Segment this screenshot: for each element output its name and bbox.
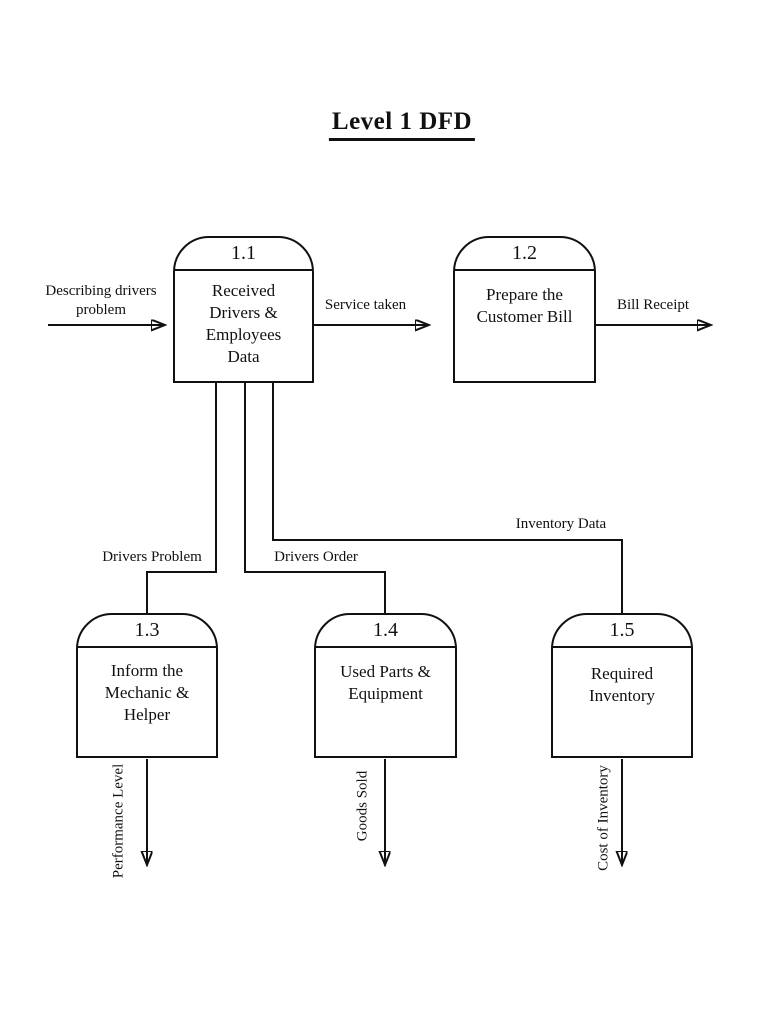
process-number: 1.1: [175, 238, 312, 271]
process-label-line: Data: [227, 347, 260, 366]
process-label-line: Helper: [123, 705, 171, 724]
process-number: 1.3: [78, 615, 216, 648]
process-inform-mechanic-helper: 1.3 Inform the Mechanic & Helper: [76, 613, 218, 758]
process-label-line: Received: [211, 281, 276, 300]
flow-label-drivers-order: Drivers Order: [274, 549, 358, 565]
process-number: 1.5: [553, 615, 691, 648]
flow-label-inventory-data: Inventory Data: [515, 516, 607, 532]
process-label: Prepare the Customer Bill: [455, 271, 594, 328]
process-number: 1.4: [316, 615, 455, 648]
process-label-line: Inform the: [110, 661, 184, 680]
process-label-line: Customer Bill: [476, 307, 573, 326]
flow-label-describing-drivers-problem: Describing drivers problem: [33, 282, 169, 320]
process-label: Inform the Mechanic & Helper: [78, 648, 216, 726]
process-label: Required Inventory: [553, 648, 691, 707]
process-label-line: Prepare the: [486, 285, 563, 304]
flow-label-cost-of-inventory: Cost of Inventory: [595, 765, 612, 871]
process-used-parts-equipment: 1.4 Used Parts & Equipment: [314, 613, 457, 758]
process-label-line: Required: [590, 664, 654, 683]
flow-label-line: problem: [76, 302, 126, 318]
flow-label-drivers-problem: Drivers Problem: [102, 549, 202, 565]
process-prepare-customer-bill: 1.2 Prepare the Customer Bill: [453, 236, 596, 383]
process-label: Received Drivers & Employees Data: [175, 271, 312, 368]
process-label-line: Equipment: [348, 684, 423, 703]
flow-label-service-taken: Service taken: [324, 297, 407, 313]
process-number: 1.2: [455, 238, 594, 271]
flow-line-drivers-order: [244, 381, 386, 614]
process-label-line: Mechanic &: [104, 683, 190, 702]
process-label-line: Inventory: [588, 686, 656, 705]
flow-line-inventory-data: [272, 381, 623, 614]
flow-label-bill-receipt: Bill Receipt: [616, 297, 690, 313]
process-required-inventory: 1.5 Required Inventory: [551, 613, 693, 758]
flow-line-drivers-problem: [146, 381, 217, 614]
process-received-drivers-data: 1.1 Received Drivers & Employees Data: [173, 236, 314, 383]
process-label-line: Used Parts &: [340, 662, 431, 681]
process-label: Used Parts & Equipment: [316, 648, 455, 705]
page-title: Level 1 DFD: [328, 108, 476, 141]
flow-label-performance-level: Performance Level: [110, 763, 127, 879]
flow-label-line: Describing drivers: [45, 283, 157, 299]
flow-label-goods-sold: Goods Sold: [354, 770, 371, 842]
process-label-line: Drivers &: [209, 303, 278, 322]
process-label-line: Employees: [205, 325, 282, 344]
